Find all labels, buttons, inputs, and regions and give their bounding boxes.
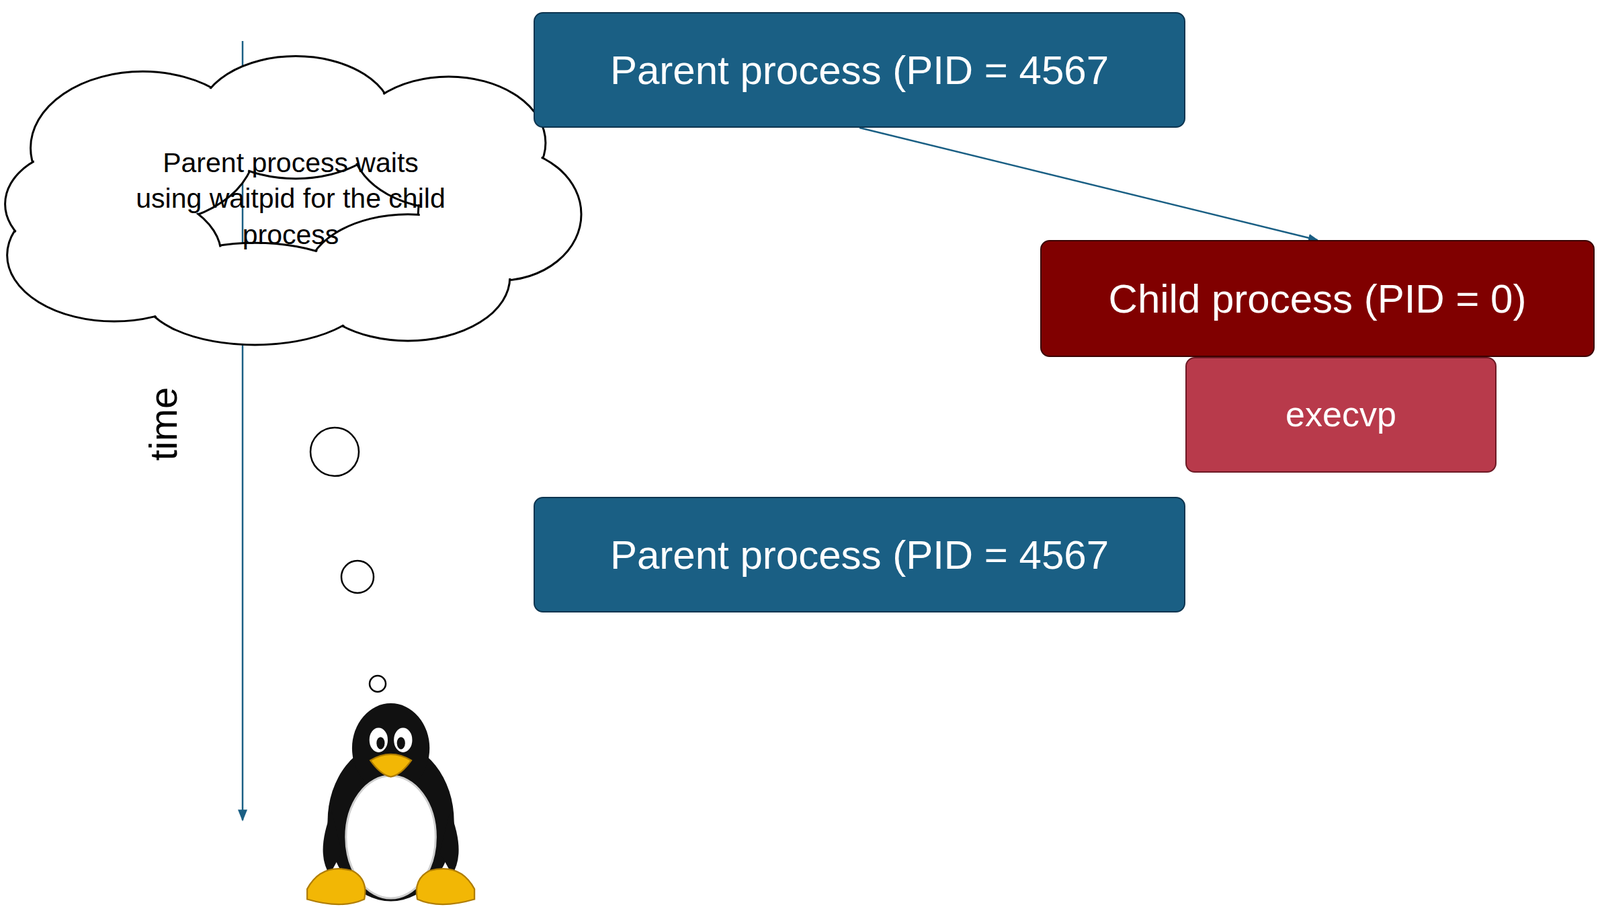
axis-label: time — [140, 386, 186, 461]
thought-bubble — [341, 560, 374, 593]
box-label: Parent process (PID = 4567 — [610, 531, 1109, 578]
tux-penguin — [307, 702, 475, 904]
connector-arrow — [859, 127, 1318, 240]
cloud-text: Parent process waits using waitpid for t… — [133, 145, 449, 253]
thought-bubble — [369, 675, 386, 692]
box-label: Child process (PID = 0) — [1108, 275, 1527, 322]
thought-cloud: Parent process waits using waitpid for t… — [0, 51, 582, 347]
box-label: execvp — [1285, 394, 1397, 435]
process-box: Parent process (PID = 4567 — [533, 496, 1186, 613]
thought-bubble — [310, 427, 359, 476]
box-label: Parent process (PID = 4567 — [610, 47, 1109, 94]
process-box: Parent process (PID = 4567 — [533, 12, 1186, 128]
call-box: execvp — [1185, 356, 1497, 473]
process-box: Child process (PID = 0) — [1040, 239, 1595, 357]
